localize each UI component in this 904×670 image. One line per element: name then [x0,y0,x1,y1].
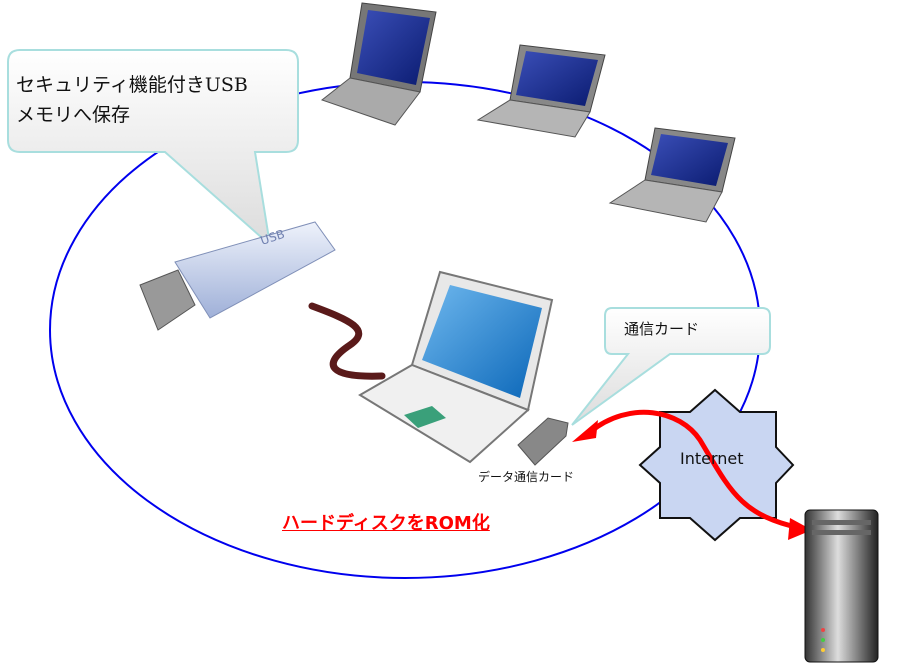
main-laptop-icon [358,270,554,464]
usb-callout-line2: メモリへ保存 [16,104,131,126]
laptop-icon [608,127,736,223]
arrow-head-left [572,420,598,442]
usb-callout-line1: セキュリティ機能付きUSB [16,74,248,96]
usb-callout-text: セキュリティ機能付きUSB メモリへ保存 [16,70,248,130]
data-card-label: データ通信カード [478,470,575,484]
arrow-head-right [788,518,812,540]
rom-label: ハードディスクをROM化 [282,513,490,534]
card-callout-text: 通信カード [624,320,700,338]
data-card-icon [517,417,569,466]
laptop-icon [476,44,606,138]
cable [308,302,386,380]
laptop-icon [320,2,437,126]
card-callout [571,307,771,426]
server-icon [804,509,879,663]
usb-callout [7,49,299,248]
usb-stick-icon: USB [139,221,336,331]
internet-label: Internet [680,449,744,468]
internet-arrow [588,409,801,531]
